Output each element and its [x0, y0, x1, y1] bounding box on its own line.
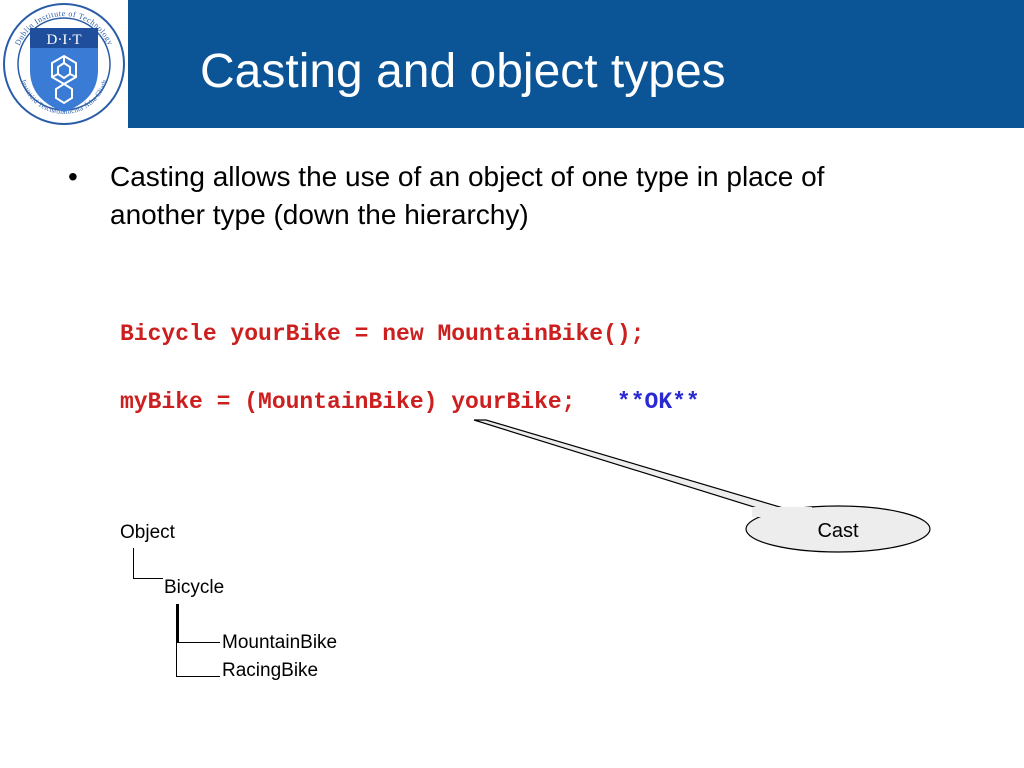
svg-text:D·I·T: D·I·T	[47, 32, 82, 48]
tree-line	[133, 578, 163, 579]
tree-node-mountainbike: MountainBike	[222, 632, 338, 653]
tree-line	[176, 676, 220, 677]
callout-bubble	[745, 505, 931, 553]
tree-node-bicycle: Bicycle	[164, 577, 225, 598]
dit-seal-icon: Dublin Institute of Technology Institiúi…	[3, 3, 125, 125]
dit-logo: Dublin Institute of Technology Institiúi…	[0, 0, 128, 128]
tree-node-object: Object	[120, 522, 175, 543]
tree-line	[176, 642, 177, 676]
ok-mark: **OK**	[616, 389, 700, 415]
tree-node-racingbike: RacingBike	[222, 660, 319, 681]
code-line-2: myBike = (MountainBike) yourBike; **OK**	[120, 388, 700, 416]
slide-title: Casting and object types	[200, 45, 726, 98]
tree-line	[133, 548, 134, 578]
tree-line	[176, 604, 179, 642]
header-bar	[128, 0, 1024, 128]
bullet-marker: •	[68, 161, 78, 192]
tree-line	[176, 642, 220, 643]
code-line-2-text: myBike = (MountainBike) yourBike;	[120, 389, 576, 415]
callout-label: Cast	[817, 520, 859, 542]
code-line-1: Bicycle yourBike = new MountainBike();	[120, 321, 645, 347]
bullet-text: Casting allows the use of an object of o…	[110, 161, 825, 230]
callout-pointer	[473, 419, 791, 513]
